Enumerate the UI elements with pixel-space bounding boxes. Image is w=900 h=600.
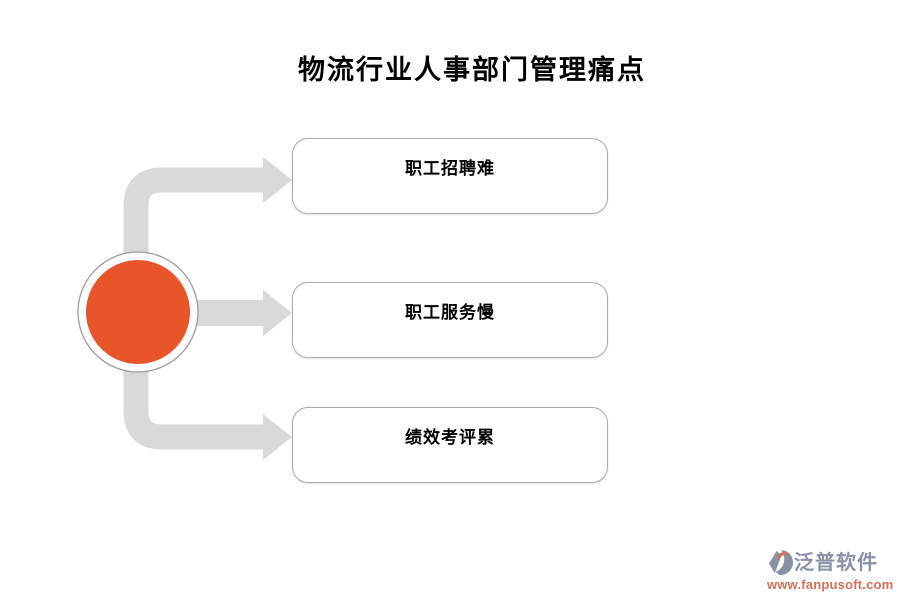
hub-circle — [86, 260, 190, 364]
watermark-brand: 泛普软件 — [794, 551, 878, 574]
pain-point-box-3: 绩效考评累 — [292, 407, 608, 483]
pain-point-box-1: 职工招聘难 — [292, 138, 608, 214]
pain-point-label-3: 绩效考评累 — [405, 428, 495, 447]
connector-top — [123, 167, 263, 270]
arrowhead-middle-icon — [263, 290, 292, 336]
connector-bottom — [123, 354, 263, 450]
arrowhead-bottom-icon — [263, 414, 292, 460]
pain-point-label-1: 职工招聘难 — [405, 159, 495, 178]
pain-point-label-2: 职工服务慢 — [405, 303, 495, 322]
watermark-brand-row: 泛普软件 — [767, 549, 893, 576]
fanpu-logo-icon — [768, 549, 794, 576]
page-title: 物流行业人事部门管理痛点 — [298, 55, 646, 85]
watermark: 泛普软件 www.fanpusoft.com — [767, 549, 893, 592]
arrowhead-top-icon — [263, 157, 292, 203]
pain-point-box-2: 职工服务慢 — [292, 282, 608, 358]
watermark-url: www.fanpusoft.com — [767, 577, 894, 592]
